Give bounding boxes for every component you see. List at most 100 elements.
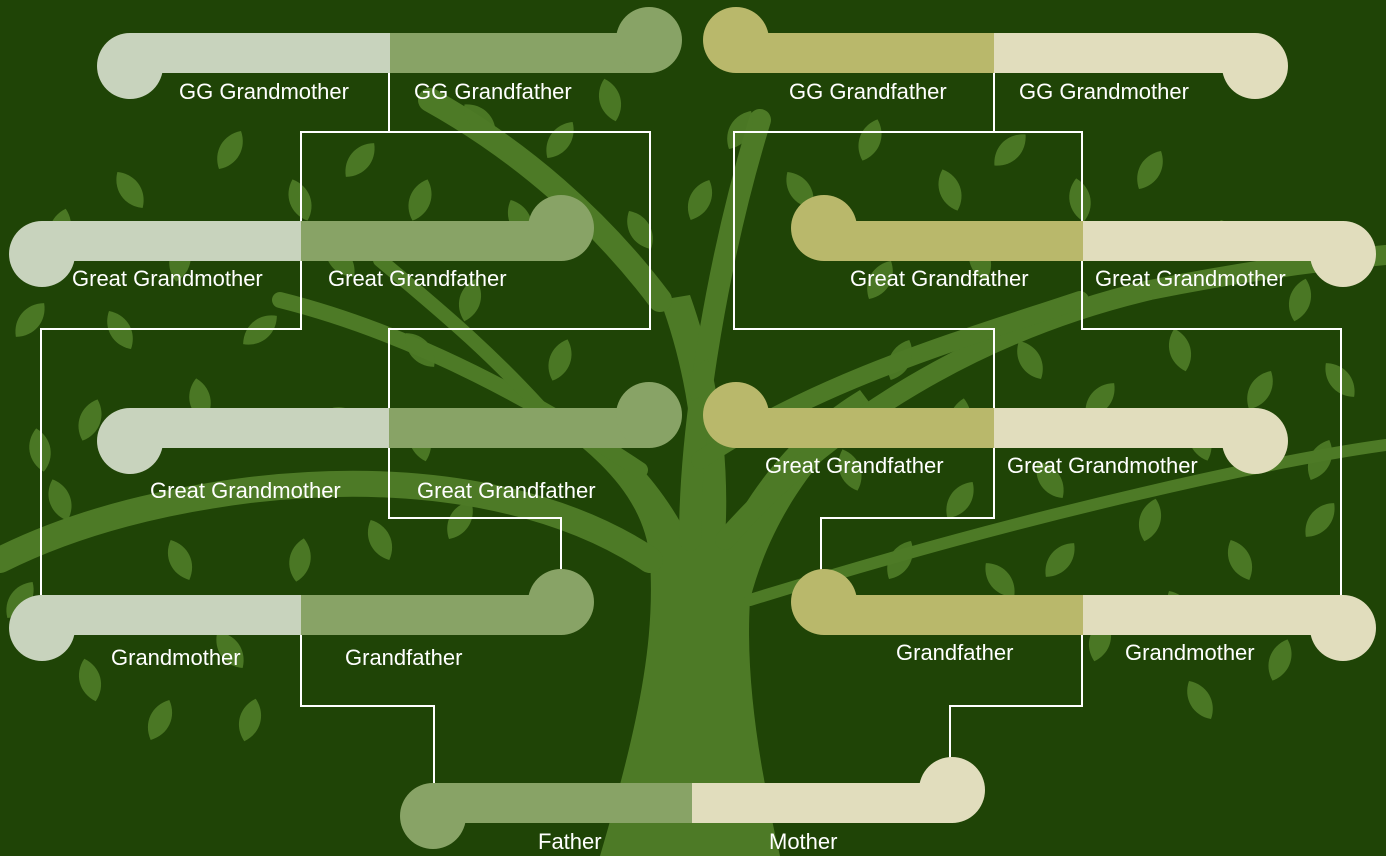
tree-leaf	[946, 481, 974, 519]
label-gg-grandfather: GG Grandfather	[414, 79, 572, 104]
label-great-grandmother: Great Grandmother	[150, 478, 341, 503]
tree-leaf	[687, 180, 713, 220]
label-mother: Mother	[769, 829, 838, 854]
bar-segment-female	[42, 595, 301, 635]
tree-leaf	[887, 340, 913, 380]
bar-cap-right	[1310, 595, 1376, 661]
tree-leaf	[1036, 461, 1064, 499]
tree-leaf	[464, 104, 496, 136]
tree-leaf	[6, 581, 34, 619]
bar-segment-male	[736, 408, 994, 448]
bar-segment-female	[994, 33, 1255, 73]
connector-line	[388, 448, 562, 595]
label-great-grandfather: Great Grandfather	[328, 266, 507, 291]
bar-cap-right	[1222, 408, 1288, 474]
tree-leaf	[688, 359, 712, 401]
label-great-grandmother: Great Grandmother	[72, 266, 263, 291]
bar-cap-right	[919, 757, 985, 823]
bar-segment-female	[130, 408, 389, 448]
tree-leaf	[887, 540, 913, 580]
connector-line	[388, 131, 651, 408]
bar-segment-male	[301, 221, 562, 261]
couple-bar-great-maternal-1	[791, 195, 1376, 287]
bar-segment-male	[390, 33, 650, 73]
tree-leaf	[447, 500, 473, 540]
tree-leaf	[78, 658, 102, 702]
tree-leaf	[289, 538, 311, 582]
tree-leaf	[994, 134, 1026, 166]
tree-leaf	[1069, 178, 1091, 222]
connector-line	[40, 261, 302, 595]
bar-segment-male	[824, 221, 1083, 261]
tree-leaf	[1045, 543, 1075, 577]
bar-segment-female	[994, 408, 1255, 448]
bar-cap-right	[616, 7, 682, 73]
tree-leaf	[1288, 278, 1312, 322]
tree-leaf	[598, 78, 622, 122]
connector-line	[300, 73, 390, 221]
tree-leaf	[78, 399, 102, 441]
tree-leaf	[1187, 680, 1213, 720]
label-gg-grandfather: GG Grandfather	[789, 79, 947, 104]
tree-leaf	[167, 540, 193, 580]
tree-leaf	[458, 278, 482, 322]
bar-cap-right	[528, 569, 594, 635]
tree-leaf	[345, 143, 375, 177]
tree-leaf	[1227, 540, 1253, 580]
tree-branch	[0, 470, 663, 573]
tree-leaf	[548, 339, 572, 381]
tree-leaf	[217, 130, 243, 170]
bar-segment-mother	[692, 783, 953, 823]
bar-cap-right	[1310, 221, 1376, 287]
couple-bar-gg-maternal	[703, 7, 1288, 99]
label-grandfather: Grandfather	[345, 645, 463, 670]
tree-leaf	[408, 179, 432, 221]
tree-leaf	[147, 700, 173, 740]
tree-leaf	[867, 260, 893, 300]
tree-leaf	[546, 121, 574, 159]
tree-leaf	[1268, 639, 1292, 681]
tree-branch	[679, 109, 771, 551]
bar-segment-male	[824, 595, 1083, 635]
bar-segment-female	[1083, 595, 1344, 635]
couple-bar-grandparents-paternal	[9, 569, 594, 661]
tree-leaf	[858, 119, 882, 161]
label-father: Father	[538, 829, 602, 854]
tree-leaf	[1017, 340, 1043, 380]
tree-leaf	[1138, 498, 1162, 542]
tree-trunk	[560, 295, 875, 856]
tree-leaf	[367, 520, 393, 560]
tree-leaf	[15, 303, 45, 337]
couple-bar-great-paternal-1	[9, 195, 594, 287]
label-grandmother: Grandmother	[1125, 640, 1255, 665]
label-grandmother: Grandmother	[111, 645, 241, 670]
couple-bar-great-paternal-2	[97, 382, 682, 474]
couple-bar-great-maternal-2	[703, 382, 1288, 474]
tree-leaf	[627, 210, 653, 250]
bar-segment-father	[433, 783, 692, 823]
label-great-grandmother: Great Grandmother	[1007, 453, 1198, 478]
couple-bar-gg-paternal	[97, 7, 682, 99]
tree-leaf	[48, 479, 72, 521]
bar-cap-right	[616, 382, 682, 448]
tree-leaf	[985, 563, 1015, 597]
label-great-grandfather: Great Grandfather	[417, 478, 596, 503]
tree-leaf	[216, 631, 244, 669]
tree-leaf	[1247, 370, 1273, 410]
couple-bar-parents	[400, 757, 985, 849]
connector-line	[300, 635, 435, 783]
tree-leaf	[938, 169, 962, 211]
couple-bar-grandparents-maternal	[791, 569, 1376, 661]
tree-leaf	[1305, 503, 1335, 537]
tree-leaf	[838, 449, 862, 491]
tree-leaf	[1168, 328, 1192, 372]
bar-segment-female	[42, 221, 301, 261]
label-great-grandfather: Great Grandfather	[765, 453, 944, 478]
bar-segment-male	[736, 33, 994, 73]
connector-line	[1081, 261, 1342, 595]
connector-line	[733, 73, 995, 595]
bar-cap-right	[528, 195, 594, 261]
label-great-grandfather: Great Grandfather	[850, 266, 1029, 291]
